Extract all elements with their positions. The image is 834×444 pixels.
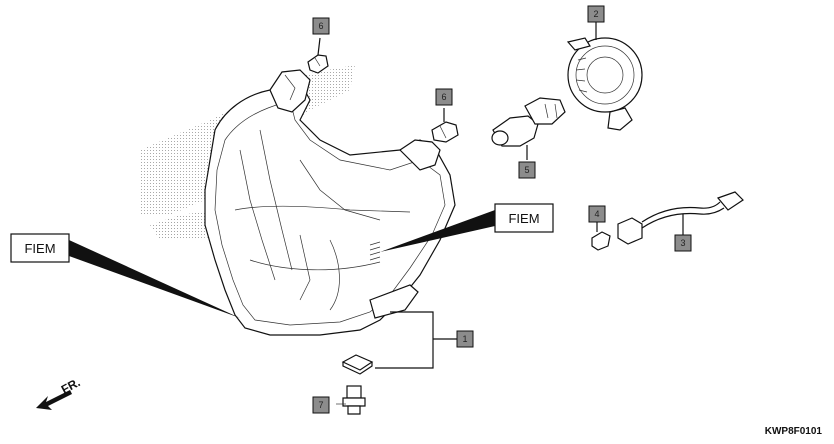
callout-1: 1	[456, 330, 474, 348]
wire-socket-part-3	[617, 191, 744, 245]
svg-text:6: 6	[441, 92, 446, 102]
fiem-right-label: FIEM	[508, 211, 539, 226]
callout-3-box	[674, 234, 692, 252]
svg-text:7: 7	[318, 400, 323, 410]
fiem-right-box	[494, 203, 554, 233]
callout-4-box	[588, 205, 606, 223]
svg-text:1: 1	[462, 334, 467, 344]
callout-1-leader	[375, 311, 457, 369]
callout-2: 2	[587, 5, 605, 23]
headlight-assembly	[204, 69, 456, 336]
diagram-code: KWP8F0101	[765, 426, 823, 437]
grommet-part-6b	[431, 121, 459, 143]
fiem-left-pointer	[69, 240, 240, 318]
bulb-part-5	[491, 97, 566, 160]
fiem-right-label-group: FIEM	[380, 203, 554, 252]
svg-text:6: 6	[318, 21, 323, 31]
svg-text:5: 5	[524, 165, 529, 175]
fiem-left-label: FIEM	[24, 241, 55, 256]
svg-text:3: 3	[680, 238, 685, 248]
callout-6b-box	[435, 88, 453, 106]
grommet-part-6a	[307, 54, 329, 74]
ring-thread-lines	[575, 57, 588, 93]
callout-7-box	[312, 396, 330, 414]
callout-6b: 6	[435, 88, 453, 122]
nut-part	[341, 354, 374, 375]
callout-5-box	[518, 161, 536, 179]
callout-7: 7	[312, 396, 330, 414]
callout-3: 3	[674, 234, 692, 252]
callout-1-box	[456, 330, 474, 348]
fiem-left-label-group: FIEM	[10, 233, 240, 318]
front-arrow-icon	[36, 390, 72, 410]
bolt-part-7	[336, 385, 366, 415]
callout-4: 4	[588, 205, 606, 223]
small-bulb-part-4	[591, 222, 611, 251]
vent-lines	[369, 241, 381, 261]
callout-6a: 6	[312, 17, 330, 56]
fiem-right-pointer	[380, 210, 495, 252]
callout-5: 5	[518, 161, 536, 179]
svg-text:4: 4	[594, 209, 599, 219]
svg-text:2: 2	[593, 9, 598, 19]
front-direction-indicator: FR.	[36, 375, 82, 410]
callout-6a-box	[312, 17, 330, 35]
front-arrow-label: FR.	[59, 375, 83, 396]
callout-2-box	[587, 5, 605, 23]
socket-ring-part-2	[566, 22, 643, 131]
